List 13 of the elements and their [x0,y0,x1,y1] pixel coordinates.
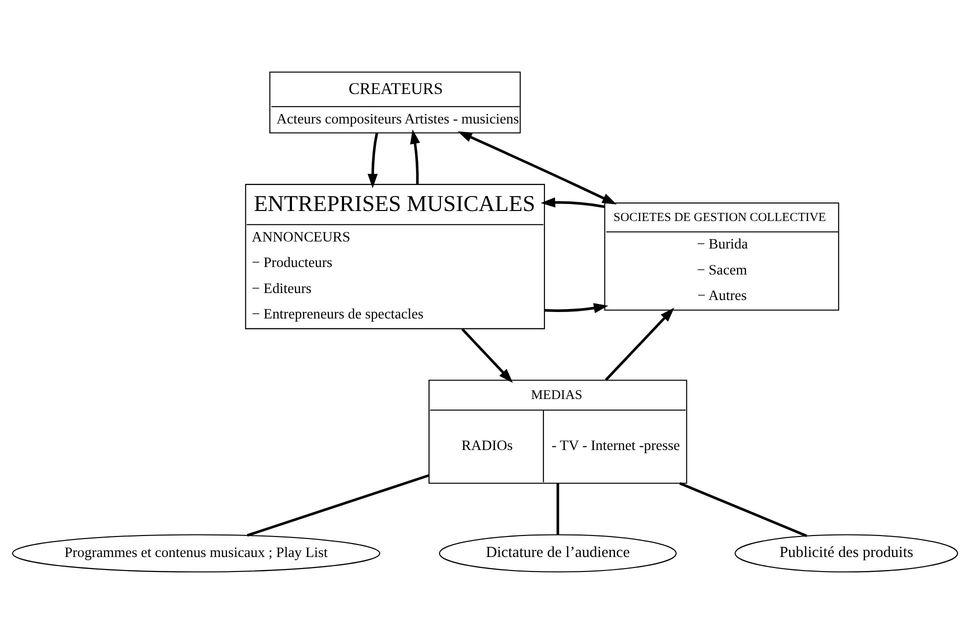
arrow [540,197,605,208]
arrow [461,328,513,383]
node-ellipse: Dictature de l’audience [439,534,677,572]
arrow [458,131,617,204]
connector [679,482,808,538]
arrow [604,308,674,381]
connector [556,483,560,535]
arrow [544,303,608,314]
node-ellipse: Publicité des produits [734,534,958,572]
node-ellipse: Programmes et contenus musicaux ; Play List [12,534,380,572]
connector [246,474,430,537]
arrow [410,129,420,184]
arrow [368,132,378,188]
